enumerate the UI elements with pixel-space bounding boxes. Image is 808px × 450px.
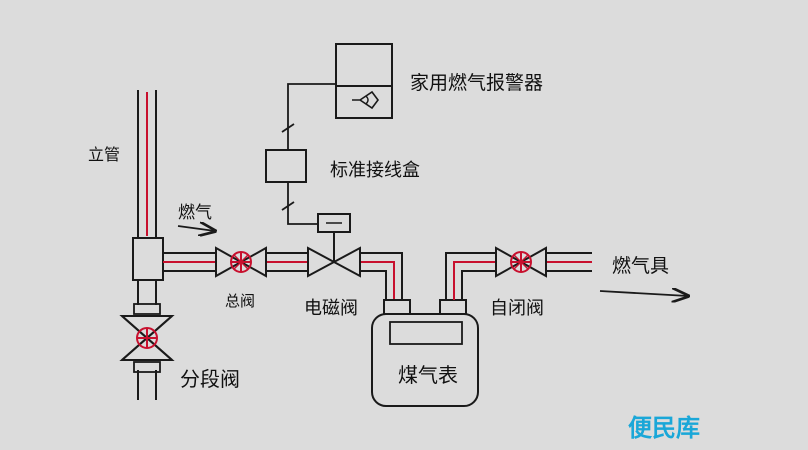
solenoid-valve-symbol <box>307 213 361 278</box>
auto-close-valve-label: 自闭阀 <box>490 298 544 319</box>
riser-pipe <box>137 90 157 400</box>
junction-box-symbol <box>265 149 307 183</box>
section-valve-label: 分段阀 <box>180 367 240 391</box>
gas-alarm-symbol <box>335 43 393 119</box>
control-wiring <box>265 83 336 225</box>
gas-in-label: 燃气 <box>178 203 212 223</box>
main-valve-symbol <box>215 246 267 278</box>
gas-in-arrow <box>177 226 215 231</box>
gas-meter-label: 煤气表 <box>398 363 458 387</box>
gas-meter-symbol <box>371 299 479 407</box>
alarm-label: 家用燃气报警器 <box>410 72 543 94</box>
watermark-text: 便民库 <box>628 414 700 442</box>
appliance-label: 燃气具 <box>612 255 669 277</box>
tee-fitting <box>132 237 164 281</box>
auto-close-valve-symbol <box>495 246 547 278</box>
riser-label: 立管 <box>88 145 120 164</box>
outlet-pipe <box>445 252 592 300</box>
junction-box-label: 标准接线盒 <box>330 160 420 181</box>
main-valve-label: 总阀 <box>225 292 255 310</box>
section-valve-symbol <box>119 303 175 373</box>
main-pipe <box>163 252 403 300</box>
solenoid-valve-label: 电磁阀 <box>304 298 358 319</box>
gas-out-arrow <box>599 291 688 296</box>
